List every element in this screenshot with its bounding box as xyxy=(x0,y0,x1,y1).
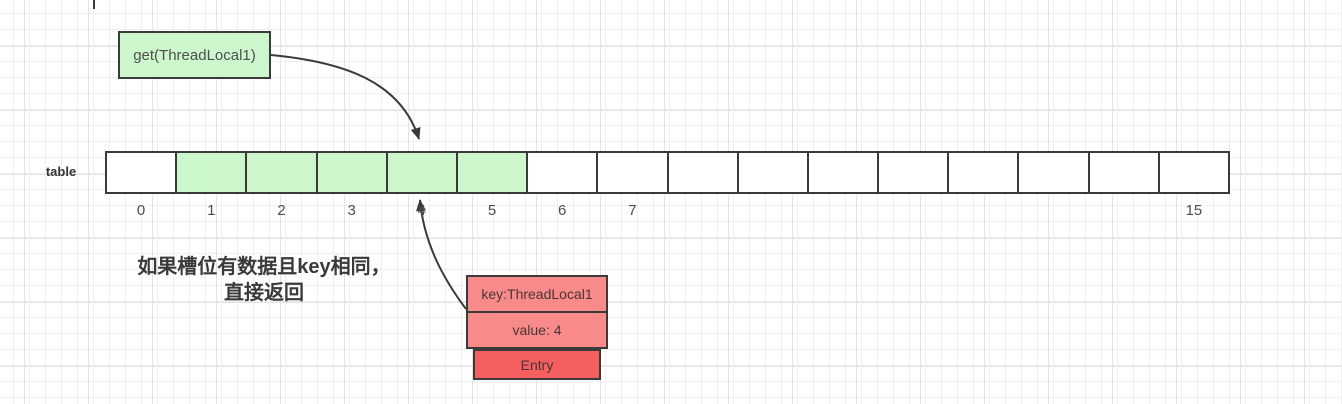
entry-value-box[interactable]: value: 4 xyxy=(466,311,608,349)
table-cell[interactable]: 0 xyxy=(107,153,178,219)
table-cell[interactable]: 6 xyxy=(528,153,599,219)
table-cell[interactable] xyxy=(949,153,1020,192)
table-cell[interactable] xyxy=(808,153,880,192)
get-threadlocal-label: get(ThreadLocal1) xyxy=(133,46,256,64)
table-cell[interactable] xyxy=(879,153,950,192)
table-cell[interactable]: 1 xyxy=(177,153,248,219)
table-label: table xyxy=(45,164,77,179)
table-cell[interactable]: 2 xyxy=(247,153,318,219)
table-cell[interactable]: 7 xyxy=(598,153,669,219)
entry-key-box[interactable]: key:ThreadLocal1 xyxy=(466,275,608,313)
cell-index-label: 2 xyxy=(277,202,286,219)
cell-index-label: 0 xyxy=(136,202,146,219)
table-cell[interactable] xyxy=(738,153,809,192)
table-cell[interactable] xyxy=(1089,153,1160,192)
table-cell[interactable]: 3 xyxy=(317,153,388,219)
arrow-get-to-slot4[interactable] xyxy=(270,54,421,140)
table-cell[interactable] xyxy=(668,153,739,192)
annotation-line-1: 如果槽位有数据且key相同， xyxy=(137,256,391,278)
hash-table-array[interactable]: 0 1 2 3 4 5 6 7 15 xyxy=(105,151,1230,219)
annotation-text: 如果槽位有数据且key相同， 直接返回 xyxy=(118,254,410,306)
edge-tick-mark xyxy=(93,0,95,9)
cell-index-label: 15 xyxy=(1185,202,1203,219)
cell-index-label: 3 xyxy=(347,202,356,219)
entry-value-label: value: 4 xyxy=(512,322,562,338)
table-cell[interactable]: 5 xyxy=(457,153,529,219)
entry-key-label: key:ThreadLocal1 xyxy=(481,286,593,302)
table-cell[interactable]: 15 xyxy=(1159,153,1228,219)
entry-title-box[interactable]: Entry xyxy=(473,349,601,380)
table-cell[interactable]: 4 xyxy=(387,153,458,219)
entry-title-label: Entry xyxy=(520,356,554,373)
cell-index-label: 5 xyxy=(487,202,497,219)
cell-index-label: 7 xyxy=(628,202,637,219)
annotation-line-2: 直接返回 xyxy=(224,282,304,304)
cell-index-label: 1 xyxy=(207,202,216,219)
cell-index-label: 4 xyxy=(417,202,427,219)
table-cell[interactable] xyxy=(1019,153,1090,192)
get-threadlocal-box[interactable]: get(ThreadLocal1) xyxy=(118,31,271,79)
cell-index-label: 6 xyxy=(558,202,567,219)
